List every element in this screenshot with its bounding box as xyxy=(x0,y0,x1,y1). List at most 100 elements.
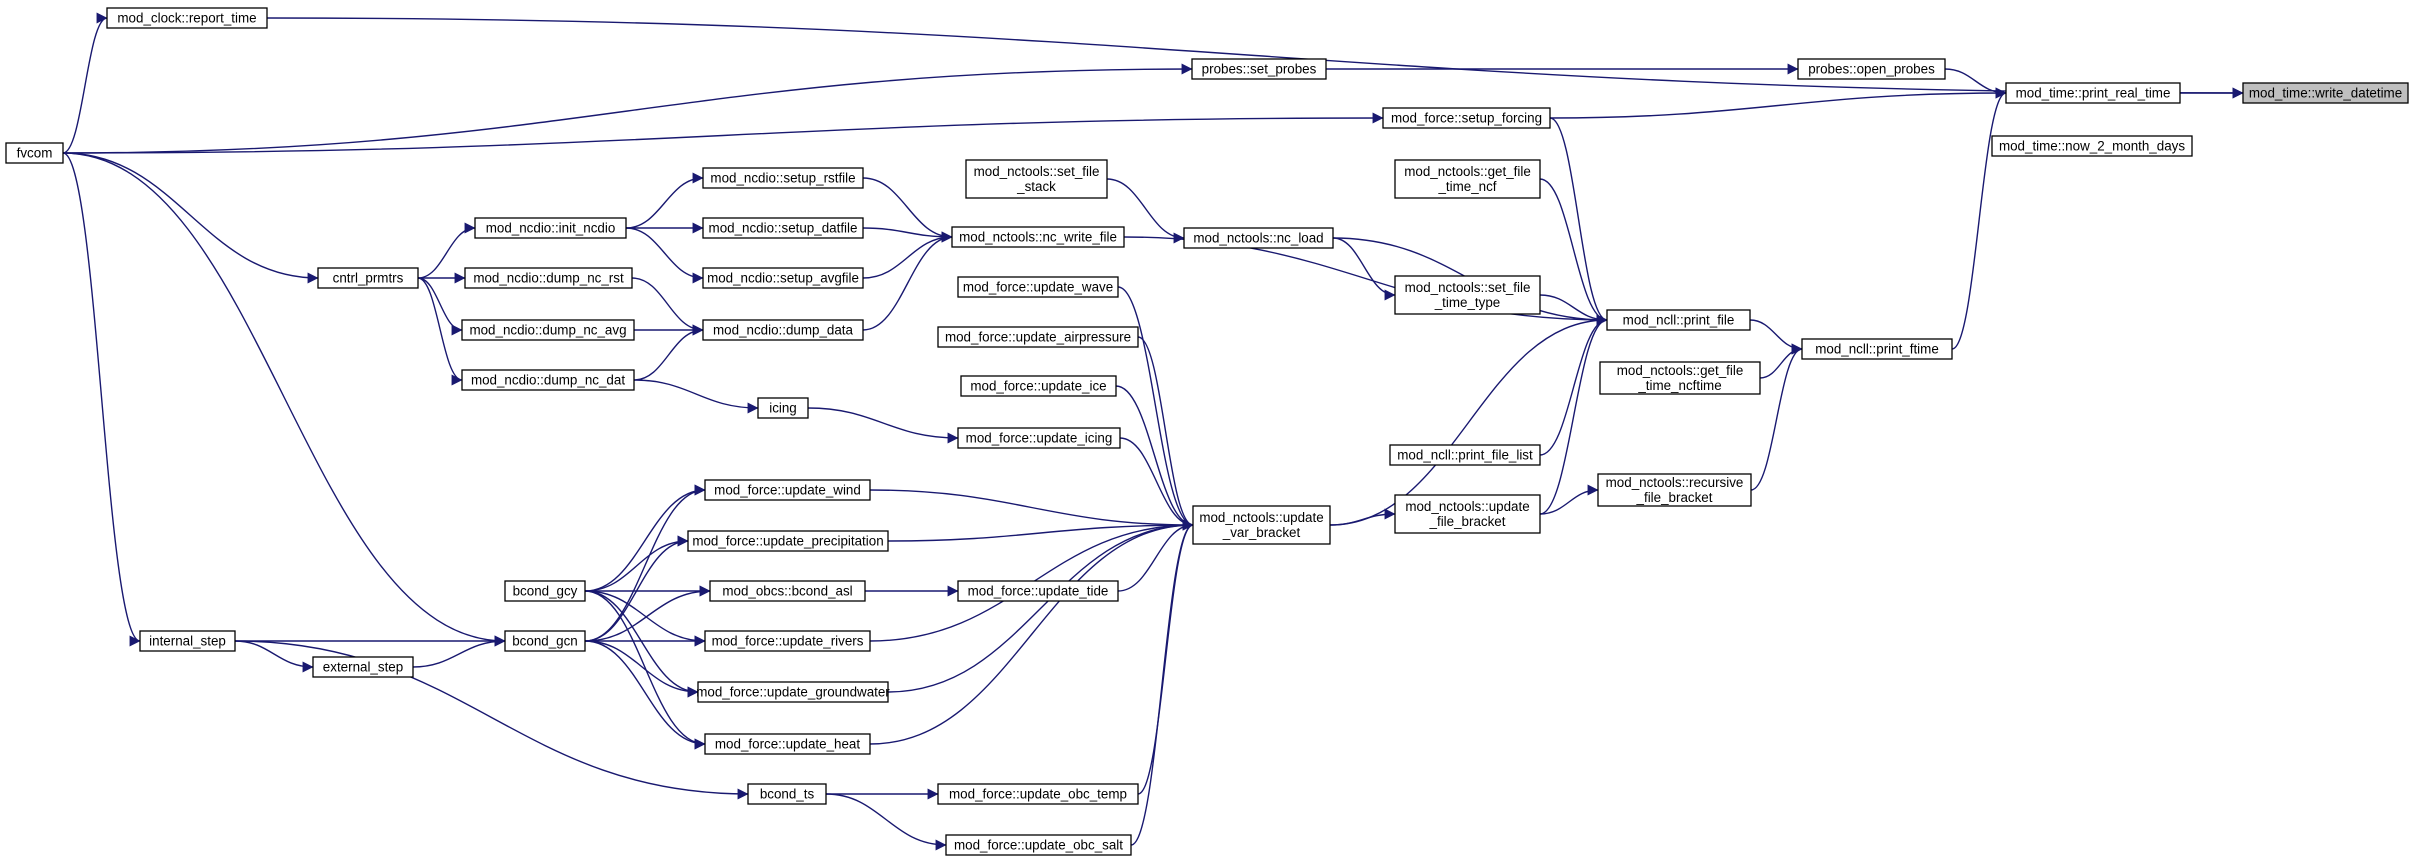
node-label: mod_ncdio::dump_nc_dat xyxy=(471,373,625,388)
node-cntrl-prmtrs[interactable]: cntrl_prmtrs xyxy=(317,267,419,289)
node-box xyxy=(1801,338,1953,360)
node-now-2-month-days[interactable]: mod_time::now_2_month_days xyxy=(1991,135,2193,157)
node-recursive-file-bracket[interactable]: mod_nctools::recursive_file_bracket xyxy=(1597,473,1752,507)
node-internal-step[interactable]: internal_step xyxy=(139,630,236,652)
node-box xyxy=(702,217,864,239)
node-label: mod_nctools::nc_write_file xyxy=(959,230,1117,245)
node-setup-rstfile[interactable]: mod_ncdio::setup_rstfile xyxy=(702,167,864,189)
node-set-file-stack[interactable]: mod_nctools::set_file_stack xyxy=(965,159,1108,199)
node-box xyxy=(702,267,864,289)
node-update-tide[interactable]: mod_force::update_tide xyxy=(957,580,1119,602)
nodes-layer: mod_time::write_datetime mod_time::print_… xyxy=(5,7,2409,856)
node-box xyxy=(1394,275,1541,315)
node-label: fvcom xyxy=(17,146,53,161)
edge-print-ftime-to-print-real-time xyxy=(1951,87,2007,350)
edge-dump-data-to-nc-write-file xyxy=(862,231,953,331)
node-update-obc-salt[interactable]: mod_force::update_obc_salt xyxy=(945,834,1132,856)
node-box xyxy=(709,580,866,602)
node-label: cntrl_prmtrs xyxy=(333,271,404,286)
node-box xyxy=(1797,58,1946,80)
node-box xyxy=(1382,107,1551,129)
node-bcond-gcn[interactable]: bcond_gcn xyxy=(504,630,586,652)
node-print-file[interactable]: mod_ncll::print_file xyxy=(1606,309,1751,331)
node-box xyxy=(1597,473,1752,507)
edge-report-time-to-write-datetime xyxy=(266,17,2244,99)
edge-cntrl-prmtrs-to-dump-nc-dat xyxy=(417,277,463,386)
node-write-datetime[interactable]: mod_time::write_datetime xyxy=(2242,82,2409,104)
node-update-var-bracket[interactable]: mod_nctools::update_var_bracket xyxy=(1192,505,1331,545)
node-setup-avgfile[interactable]: mod_ncdio::setup_avgfile xyxy=(702,267,864,289)
node-dump-nc-avg[interactable]: mod_ncdio::dump_nc_avg xyxy=(461,319,635,341)
node-update-wave[interactable]: mod_force::update_wave xyxy=(957,276,1119,298)
node-label: mod_nctools::recursive xyxy=(1606,475,1744,490)
edge-dump-nc-dat-to-dump-data xyxy=(633,324,704,381)
node-label: mod_force::update_obc_temp xyxy=(949,787,1127,802)
node-box xyxy=(2005,82,2181,104)
node-label: probes::set_probes xyxy=(1202,62,1317,77)
node-set-file-time-type[interactable]: mod_nctools::set_file_time_type xyxy=(1394,275,1541,315)
node-label: _var_bracket xyxy=(1222,525,1301,540)
node-update-groundwater[interactable]: mod_force::update_groundwater xyxy=(696,681,890,703)
node-box xyxy=(957,276,1119,298)
node-update-rivers[interactable]: mod_force::update_rivers xyxy=(704,630,871,652)
node-icing[interactable]: icing xyxy=(757,397,809,419)
node-label: mod_nctools::update xyxy=(1405,499,1529,514)
node-setup-forcing[interactable]: mod_force::setup_forcing xyxy=(1382,107,1551,129)
node-update-icing[interactable]: mod_force::update_icing xyxy=(957,427,1121,449)
node-nc-load[interactable]: mod_nctools::nc_load xyxy=(1183,227,1334,249)
edge-get-file-time-ncf-to-print-file xyxy=(1539,178,1608,326)
node-get-file-time-ncf[interactable]: mod_nctools::get_file_time_ncf xyxy=(1394,159,1541,199)
node-get-file-time-ncftime[interactable]: mod_nctools::get_file_time_ncftime xyxy=(1599,361,1761,395)
edge-bcond-gcn-to-bcond-asl xyxy=(584,585,711,642)
node-bcond-ts[interactable]: bcond_ts xyxy=(747,783,827,805)
node-label: mod_force::update_rivers xyxy=(712,634,864,649)
node-label: mod_ncdio::setup_datfile xyxy=(709,221,858,236)
node-nc-write-file[interactable]: mod_nctools::nc_write_file xyxy=(951,226,1125,248)
edge-bcond-gcn-to-update-heat xyxy=(584,640,706,750)
node-init-ncdio[interactable]: mod_ncdio::init_ncdio xyxy=(474,217,627,239)
node-fvcom[interactable]: fvcom xyxy=(5,142,64,164)
node-open-probes[interactable]: probes::open_probes xyxy=(1797,58,1946,80)
node-bcond-gcy[interactable]: bcond_gcy xyxy=(504,580,586,602)
edge-update-obc-salt-to-update-var-bracket xyxy=(1130,519,1194,846)
node-dump-nc-dat[interactable]: mod_ncdio::dump_nc_dat xyxy=(461,369,635,391)
edge-bcond-gcn-to-update-precipitation xyxy=(584,535,689,642)
edge-fvcom-to-cntrl-prmtrs xyxy=(62,152,319,284)
node-label: mod_force::update_icing xyxy=(966,431,1113,446)
node-print-real-time[interactable]: mod_time::print_real_time xyxy=(2005,82,2181,104)
node-label: mod_ncll::print_file_list xyxy=(1397,448,1533,463)
node-print-file-list[interactable]: mod_ncll::print_file_list xyxy=(1389,444,1541,466)
edge-bcond-gcn-to-update-groundwater xyxy=(584,640,699,698)
node-setup-datfile[interactable]: mod_ncdio::setup_datfile xyxy=(702,217,864,239)
node-set-probes[interactable]: probes::set_probes xyxy=(1191,58,1327,80)
node-box xyxy=(965,159,1108,199)
node-bcond-asl[interactable]: mod_obcs::bcond_asl xyxy=(709,580,866,602)
node-box xyxy=(1394,159,1541,199)
node-dump-data[interactable]: mod_ncdio::dump_data xyxy=(702,319,864,341)
node-label: _file_bracket xyxy=(1429,514,1506,529)
node-box xyxy=(960,375,1117,397)
edge-print-file-list-to-print-file xyxy=(1539,314,1608,456)
node-update-wind[interactable]: mod_force::update_wind xyxy=(704,479,871,501)
node-report-time[interactable]: mod_clock::report_time xyxy=(106,7,268,29)
node-update-file-bracket[interactable]: mod_nctools::update_file_bracket xyxy=(1394,494,1541,534)
node-box xyxy=(504,580,586,602)
node-print-ftime[interactable]: mod_ncll::print_ftime xyxy=(1801,338,1953,360)
node-label: _time_type xyxy=(1434,295,1501,310)
node-box xyxy=(504,630,586,652)
node-dump-nc-rst[interactable]: mod_ncdio::dump_nc_rst xyxy=(464,267,633,289)
edge-cntrl-prmtrs-to-init-ncdio xyxy=(417,222,476,279)
node-update-airpressure[interactable]: mod_force::update_airpressure xyxy=(937,326,1139,348)
node-update-heat[interactable]: mod_force::update_heat xyxy=(704,733,871,755)
node-box xyxy=(1991,135,2193,157)
node-box xyxy=(461,319,635,341)
node-box xyxy=(702,167,864,189)
node-external-step[interactable]: external_step xyxy=(312,656,414,678)
node-label: mod_force::update_tide xyxy=(968,584,1109,599)
node-update-ice[interactable]: mod_force::update_ice xyxy=(960,375,1117,397)
node-update-obc-temp[interactable]: mod_force::update_obc_temp xyxy=(937,783,1139,805)
edge-cntrl-prmtrs-to-dump-nc-avg xyxy=(417,277,463,336)
node-update-precipitation[interactable]: mod_force::update_precipitation xyxy=(687,530,889,552)
node-label: internal_step xyxy=(149,634,226,649)
edge-update-file-bracket-to-print-file xyxy=(1539,314,1608,515)
